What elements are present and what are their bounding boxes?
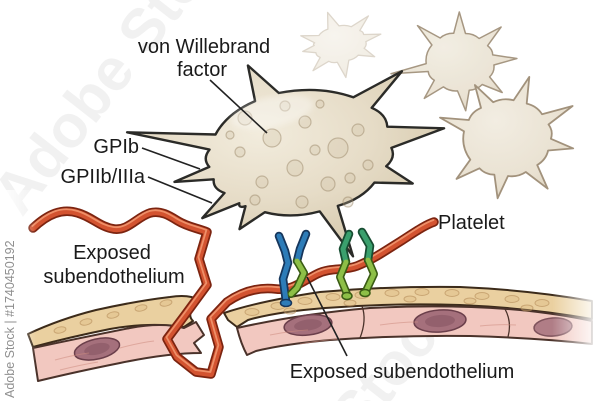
platelet-cell (125, 64, 446, 258)
leader-vwf (209, 79, 268, 134)
label-exposed-bottom: Exposed subendothelium (290, 361, 515, 383)
cell-borders (359, 305, 511, 339)
faded-platelet-large (439, 76, 575, 200)
tissue-block-left (27, 295, 205, 382)
gp1b-arm (276, 233, 291, 304)
platelet-surface-bump (286, 159, 304, 177)
platelet-surface-bump (315, 99, 325, 109)
labels: von Willebrand factor GPIb GPIIb/IIIa Pl… (43, 36, 514, 383)
label-exposed-left-line1: Exposed (73, 242, 151, 264)
platelet-surface-bump (298, 115, 312, 129)
receptor-foot (279, 298, 293, 308)
cell-nucleus-core (425, 314, 455, 328)
label-vwf-line1: von Willebrand (138, 36, 270, 58)
gp2b3a-leg (363, 257, 377, 294)
label-gp1b: GPIb (93, 136, 139, 158)
cell-texture (269, 321, 517, 345)
platelet-surface-bump (249, 194, 261, 206)
gp2b3a-arm (340, 231, 352, 265)
platelet-surface-bump (320, 176, 336, 192)
platelet-surface-bump (344, 172, 356, 184)
platelet-surface-bump (225, 130, 235, 140)
vwf-strand-body (30, 208, 437, 377)
label-vwf-line2: factor (177, 59, 227, 81)
label-exposed-left-line2: subendothelium (43, 266, 184, 288)
edge-fade-right (552, 180, 600, 401)
label-gp2b3a: GPIIb/IIIa (61, 166, 146, 188)
background-platelets (300, 11, 575, 200)
platelet-surface-bump (295, 195, 309, 209)
platelet-surface-bump (342, 196, 354, 208)
leader-gp1b (141, 147, 201, 170)
platelet-surface-bump (309, 144, 321, 156)
receptor-foot (359, 288, 371, 298)
platelet-surface-bump (351, 123, 365, 137)
platelet-surface-bump (234, 146, 246, 158)
leader-lines (141, 79, 348, 357)
gp1b-arm (294, 231, 309, 264)
platelet-surface-bump (327, 137, 349, 159)
platelet-body (125, 64, 446, 258)
cell-nucleus-core (294, 319, 322, 331)
faded-platelet-medium (390, 11, 518, 112)
gp2b3a-leg (337, 259, 350, 297)
gp1b-receptor-graphic (274, 229, 311, 308)
label-platelet: Platelet (438, 212, 505, 234)
gp1b-green-subunit (288, 258, 307, 297)
cell-texture (54, 340, 155, 371)
cell-nucleus-core (84, 342, 110, 356)
platelet-surface-bump (262, 128, 282, 148)
tissue-block-right (223, 285, 593, 356)
gp2b3a-arm (359, 229, 373, 263)
leader-gp2b3a (147, 176, 213, 204)
faded-platelet-small (300, 11, 382, 79)
gp2b3a-receptor-graphic (336, 227, 378, 301)
watermark-stock-id: Adobe Stock | #1740450192 (3, 240, 17, 398)
platelet-surface-bump (362, 159, 374, 171)
vwf-strand-highlight (31, 208, 435, 373)
platelet-surface-bump (255, 175, 269, 189)
platelet-highlight (230, 94, 314, 130)
leader-exposed-subendothelium (306, 276, 348, 357)
receptor-foot (341, 291, 353, 301)
edge-fade-left (0, 190, 36, 401)
vwf-strand (28, 206, 439, 379)
subendothelium-texture (53, 299, 173, 334)
